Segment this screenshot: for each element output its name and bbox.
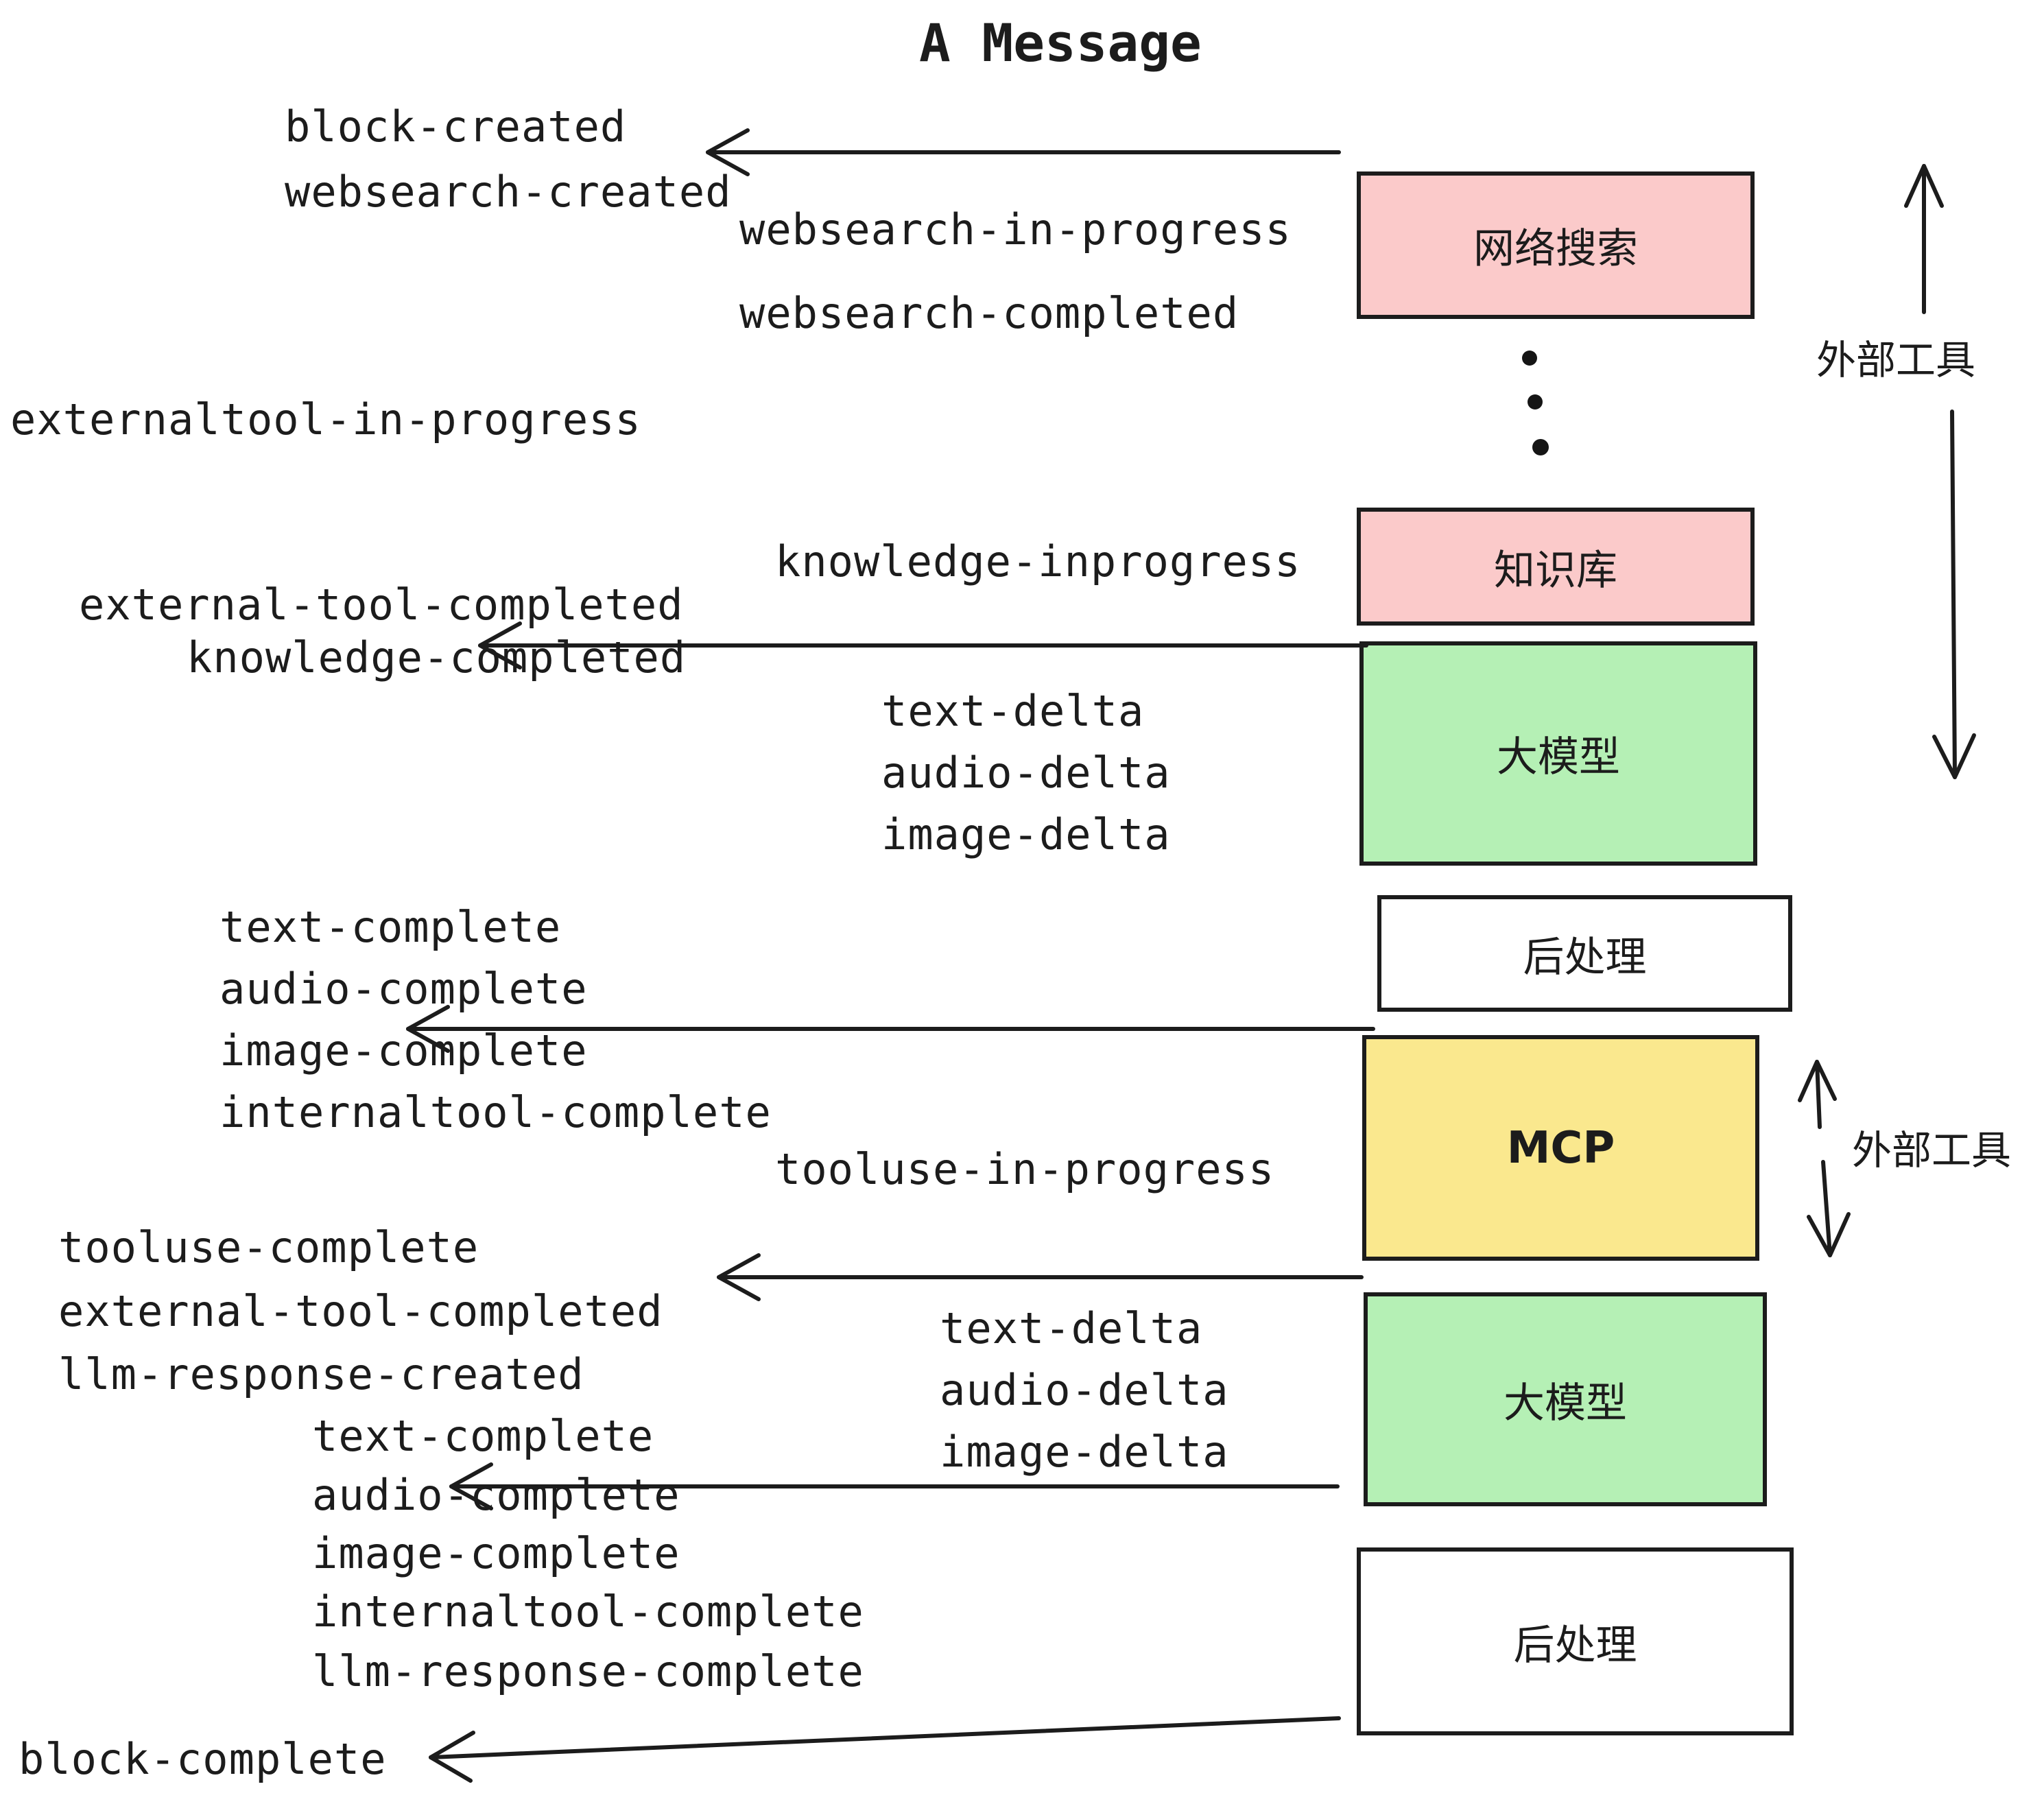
event-label-knowledge-inprogress: knowledge-inprogress [775, 536, 1301, 586]
event-label-image-delta: image-delta [881, 809, 1171, 859]
box-websearch-label: 网络搜索 [1473, 225, 1638, 273]
box-llm-2-label: 大模型 [1504, 1379, 1627, 1427]
event-label-websearch-in-progress: websearch-in-progress [739, 204, 1292, 254]
box-llm-2: 大模型 [1364, 1292, 1767, 1506]
event-label-internaltool-complete-2: internaltool-complete [312, 1587, 864, 1637]
vertical-ellipsis-icon [1522, 351, 1549, 455]
event-label-knowledge-completed: knowledge-completed [187, 632, 687, 683]
event-label-audio-delta: audio-delta [881, 748, 1171, 798]
event-label-image-complete: image-complete [219, 1025, 588, 1076]
event-label-image-complete-2: image-complete [312, 1528, 680, 1578]
event-label-audio-complete: audio-complete [219, 964, 588, 1014]
event-label-text-delta-2: text-delta [940, 1303, 1203, 1353]
box-postprocess-1: 后处理 [1377, 895, 1792, 1012]
box-mcp: MCP [1362, 1035, 1759, 1261]
event-label-external-tool-completed: external-tool-completed [79, 580, 684, 630]
box-postprocess-2: 后处理 [1357, 1547, 1794, 1735]
event-label-block-created: block-created [285, 102, 627, 152]
event-label-internaltool-complete: internaltool-complete [219, 1087, 772, 1137]
up-arrow-external-tools-2-icon [1798, 1060, 1837, 1129]
event-label-websearch-completed: websearch-completed [739, 288, 1239, 338]
event-label-audio-delta-2: audio-delta [940, 1365, 1229, 1415]
event-label-tooluse-complete: tooluse-complete [58, 1222, 479, 1272]
box-knowledge: 知识库 [1357, 508, 1755, 626]
event-label-text-complete-2: text-complete [312, 1411, 654, 1461]
box-llm-1-label: 大模型 [1497, 733, 1620, 781]
arrow-block-complete-icon [429, 1716, 1341, 1783]
box-knowledge-label: 知识库 [1494, 546, 1617, 595]
event-label-external-tool-completed-2: external-tool-completed [58, 1286, 663, 1336]
box-llm-1: 大模型 [1359, 641, 1757, 866]
event-label-externaltool-in-progress: externaltool-in-progress [10, 394, 641, 444]
event-label-block-complete: block-complete [19, 1734, 387, 1784]
arrow-tooluse-complete-icon [717, 1253, 1364, 1301]
annotation-external-tools-1: 外部工具 [1816, 337, 1976, 383]
box-websearch: 网络搜索 [1357, 171, 1755, 319]
event-label-llm-response-created: llm-response-created [58, 1349, 584, 1399]
event-label-audio-complete-2: audio-complete [312, 1470, 680, 1520]
down-arrow-external-tools-2-icon [1807, 1160, 1851, 1257]
down-arrow-external-tools-1-icon [1932, 410, 1976, 779]
event-label-text-delta: text-delta [881, 686, 1145, 736]
event-label-text-complete: text-complete [219, 902, 562, 952]
arrow-websearch-created-icon [706, 128, 1341, 176]
event-label-image-delta-2: image-delta [940, 1427, 1229, 1477]
box-postprocess-2-label: 后处理 [1513, 1621, 1637, 1670]
event-label-tooluse-in-progress: tooluse-in-progress [775, 1144, 1275, 1194]
box-postprocess-1-label: 后处理 [1523, 933, 1647, 982]
up-arrow-external-tools-1-icon [1904, 164, 1944, 314]
box-mcp-label: MCP [1506, 1122, 1615, 1174]
page-title: A Message [919, 12, 1202, 73]
annotation-external-tools-2: 外部工具 [1852, 1127, 2012, 1174]
event-label-websearch-created: websearch-created [285, 167, 732, 217]
event-label-llm-response-complete: llm-response-complete [312, 1646, 864, 1696]
